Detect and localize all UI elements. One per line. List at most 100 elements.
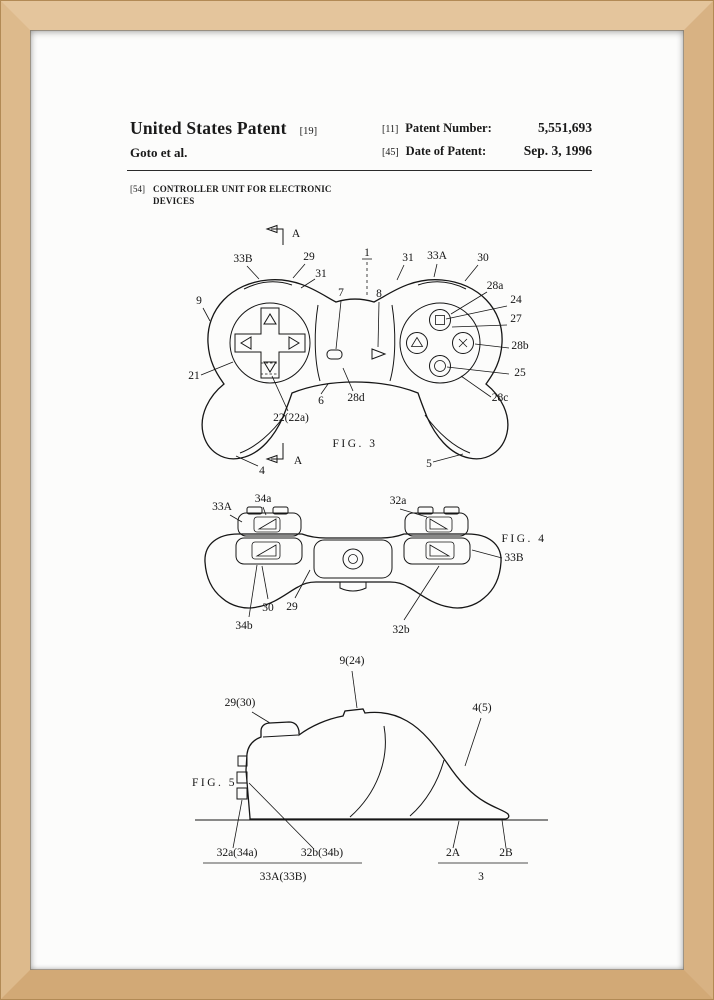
ref-label: 2A — [446, 847, 461, 859]
front-button-bump-2 — [236, 771, 248, 784]
ref-label: 28b — [511, 340, 529, 352]
r2-key-face — [425, 516, 453, 533]
right-button — [452, 332, 474, 354]
start-button — [371, 348, 387, 360]
patent-date-row: [45] Date of Patent: Sep. 3, 1996 — [382, 143, 592, 159]
ref-label: 30 — [477, 252, 489, 264]
left-grip-crease — [239, 414, 286, 454]
ref-label: 3 — [478, 871, 484, 883]
x-icon — [458, 338, 468, 348]
patent-number-row: [11] Patent Number: 5,551,693 — [382, 120, 592, 136]
ref-label: 28c — [492, 392, 509, 404]
patent-number: 5,551,693 — [538, 120, 592, 135]
l1-key-face — [251, 541, 281, 560]
number-label: Patent Number: — [405, 121, 492, 135]
left-button — [406, 332, 428, 354]
patent-title: United States Patent — [130, 118, 287, 138]
rear-body-outline — [204, 533, 502, 609]
leader-lines — [200, 258, 510, 467]
ref-label: 34a — [255, 493, 272, 505]
ref-label: 27 — [510, 313, 522, 325]
patent-print-paper: United States Patent [19] Goto et al. [1… — [30, 30, 684, 970]
controller-top-view — [201, 279, 509, 460]
l1-triangle-icon — [255, 544, 277, 557]
ref-label: 2B — [499, 847, 513, 859]
ref-label: 33B — [504, 552, 524, 564]
r2-triangle-icon — [429, 518, 449, 530]
side-body-outline — [245, 708, 510, 820]
ref-label: 1 — [364, 247, 370, 259]
fig5-ref-labels: 9(24) 29(30) 4(5) 32a(34a) 32b(34b) 33A(… — [217, 655, 513, 883]
date-label: Date of Patent: — [405, 144, 487, 158]
inventor-name: Goto et al. — [130, 145, 188, 160]
dpad-up-arrow-icon — [263, 313, 277, 325]
dpad-left-arrow-icon — [240, 336, 252, 350]
r1-triangle-icon — [429, 544, 451, 557]
date-code: [45] — [382, 147, 399, 158]
shoulder-button-seam — [262, 734, 299, 738]
section-a-top-marker — [271, 228, 284, 245]
section-a-top-arrow-icon — [265, 224, 278, 234]
grip-swoosh-line — [349, 725, 386, 818]
center-panel-right-edge — [389, 304, 396, 382]
left-shoulder-hint — [243, 281, 293, 290]
right-shoulder-hint — [417, 281, 467, 290]
center-panel-left-edge — [314, 304, 321, 382]
action-buttons-ring — [399, 302, 481, 384]
ref-label: 30 — [262, 602, 274, 614]
dpad-center-hidden-part — [260, 362, 280, 375]
ref-label: 5 — [426, 458, 432, 470]
controller-rear-view — [204, 506, 502, 609]
ref-label: 32a — [390, 495, 407, 507]
r2-button — [404, 512, 469, 537]
ref-label: 4(5) — [472, 702, 491, 714]
section-a-bottom-arrow-icon — [265, 454, 278, 464]
fig5-drawing: 9(24) 29(30) 4(5) 32a(34a) 32b(34b) 33A(… — [192, 655, 548, 883]
left-upper-tab-1 — [246, 506, 263, 515]
cable-port-inner — [348, 554, 358, 564]
front-button-bump-3 — [236, 787, 248, 800]
ref-label: 7 — [338, 287, 344, 299]
cable-port-outer — [342, 548, 364, 570]
left-shoulder-buttons — [235, 506, 303, 565]
ref-label: 22(22a) — [273, 412, 309, 424]
l2-key-face — [253, 516, 281, 533]
ref-label: 33A(33B) — [260, 871, 307, 883]
right-shoulder-buttons — [403, 506, 471, 565]
bottom-button — [429, 355, 451, 377]
invention-title-block: [54] CONTROLLER UNIT FOR ELECTRONIC DEVI… — [130, 184, 335, 207]
ref-label: 33A — [212, 501, 233, 513]
right-upper-tab-1 — [417, 506, 434, 515]
patent-title-row: United States Patent [19] — [130, 118, 317, 139]
ref-label: 24 — [510, 294, 522, 306]
fig3-caption: FIG. 3 — [332, 438, 377, 450]
ref-label: 6 — [318, 395, 324, 407]
action-buttons — [399, 302, 481, 384]
patent-header-left: United States Patent [19] Goto et al. — [130, 118, 317, 161]
connector-notch — [339, 582, 367, 592]
fig4-drawing: 33A 34a 32a 33B 30 29 34b 32b FIG. 4 — [204, 493, 546, 636]
fig3-drawing: A 33B 29 31 9 21 22(22a) 4 A 6 28d 7 8 1… — [188, 224, 529, 477]
r1-key-face — [425, 541, 455, 560]
ref-label: 29 — [303, 251, 315, 263]
circle-icon — [434, 360, 446, 372]
l1-button — [235, 537, 303, 565]
l2-triangle-icon — [257, 518, 277, 530]
ref-label: 9(24) — [340, 655, 365, 667]
ref-label: 29(30) — [225, 697, 256, 709]
kind-code: [19] — [299, 126, 318, 137]
fig4-caption: FIG. 4 — [501, 533, 546, 545]
r1-button — [403, 537, 471, 565]
ref-label: A — [292, 228, 301, 240]
dpad-right-arrow-icon — [288, 336, 300, 350]
ref-label: 25 — [514, 367, 526, 379]
controller-body-outline — [201, 279, 509, 460]
ref-label: 31 — [402, 252, 414, 264]
controller-side-view — [195, 708, 548, 821]
ref-label: A — [294, 455, 303, 467]
number-code: [11] — [382, 124, 399, 135]
ref-label: 21 — [188, 370, 200, 382]
left-upper-tab-2 — [272, 506, 289, 515]
ref-label: 31 — [315, 268, 327, 280]
